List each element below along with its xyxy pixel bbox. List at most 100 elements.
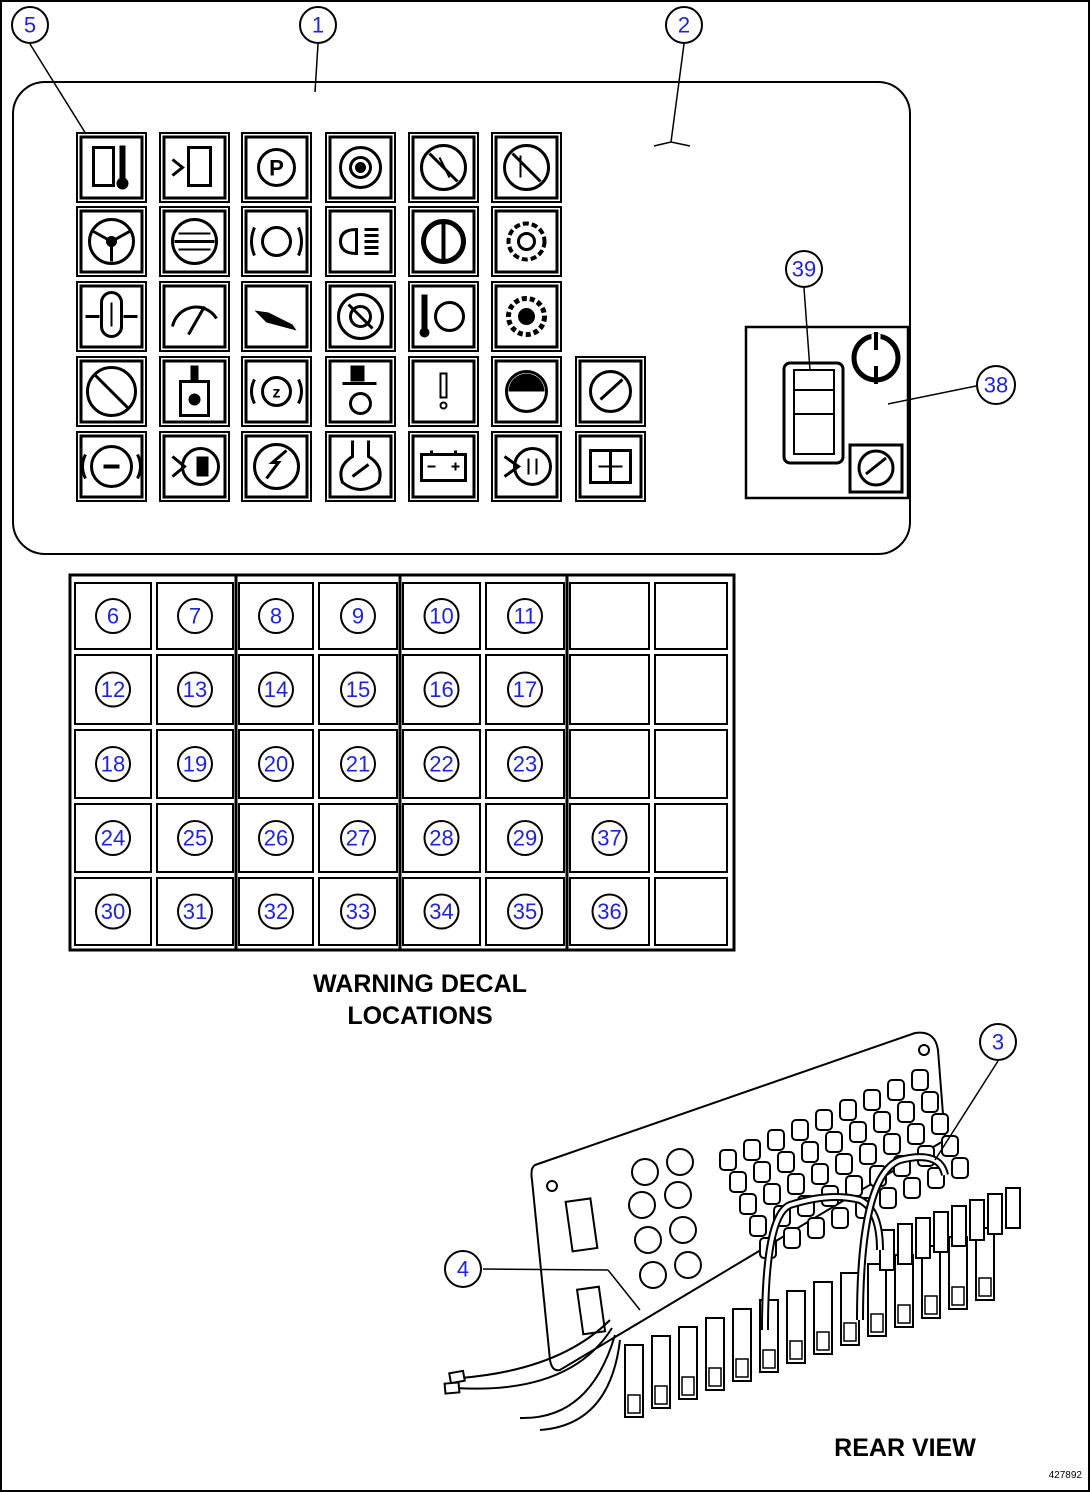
decal-table-cell: 13 bbox=[156, 654, 234, 725]
decal-table-cell bbox=[654, 877, 728, 946]
decal-number: 6 bbox=[107, 604, 119, 629]
side-panel bbox=[744, 325, 910, 500]
decal-number: 15 bbox=[346, 677, 370, 702]
svg-text:2: 2 bbox=[678, 13, 690, 38]
decal-table-cell: 28 bbox=[402, 803, 481, 873]
decal-number: 14 bbox=[264, 677, 288, 702]
decal-number: 8 bbox=[270, 604, 282, 629]
retarder-icon: z bbox=[241, 356, 312, 427]
decal-table-cell: 17 bbox=[485, 654, 565, 725]
temp-gauge-icon bbox=[76, 132, 147, 203]
decal-number: 31 bbox=[183, 899, 207, 924]
decal-number: 28 bbox=[429, 826, 453, 851]
decal-table-cell bbox=[654, 729, 728, 799]
decal-table-cell: 33 bbox=[318, 877, 398, 946]
decal-number: 26 bbox=[264, 826, 288, 851]
decal-table-cell: 35 bbox=[485, 877, 565, 946]
oil-flask-icon bbox=[325, 431, 396, 502]
decal-table-cell: 20 bbox=[238, 729, 314, 799]
decal-number: 11 bbox=[514, 604, 537, 629]
decal-table-cell: 21 bbox=[318, 729, 398, 799]
decal-number: 35 bbox=[513, 899, 537, 924]
decal-table-cell: 9 bbox=[318, 582, 398, 650]
svg-text:5: 5 bbox=[24, 13, 36, 38]
callout-switch: 39 bbox=[785, 250, 823, 288]
decal-table-cell bbox=[569, 729, 650, 799]
warning-icon bbox=[408, 356, 479, 427]
headlight-icon bbox=[325, 206, 396, 277]
decal-table-cell: 8 bbox=[238, 582, 314, 650]
decal-table-cell: 24 bbox=[74, 803, 152, 873]
callout-panel: 1 bbox=[299, 6, 337, 44]
decal-number: 17 bbox=[513, 677, 537, 702]
engine-speed-icon bbox=[325, 132, 396, 203]
hoist-cylinder-icon bbox=[76, 281, 147, 352]
decal-number: 30 bbox=[101, 899, 125, 924]
decal-table-cell: 25 bbox=[156, 803, 234, 873]
rear-view-label: REAR VIEW bbox=[834, 1434, 976, 1462]
power-icon bbox=[408, 206, 479, 277]
brake-icon bbox=[241, 206, 312, 277]
wheel-motor-icon bbox=[76, 431, 147, 502]
hydraulic-filter-icon bbox=[159, 206, 230, 277]
fan-icon bbox=[325, 281, 396, 352]
decal-table-cell: 30 bbox=[74, 877, 152, 946]
decal-table-cell: 36 bbox=[569, 877, 650, 946]
decal-number: 34 bbox=[429, 899, 453, 924]
decal-number: 20 bbox=[264, 752, 288, 777]
decal-number: 37 bbox=[597, 826, 621, 851]
no-entry-icon bbox=[76, 356, 147, 427]
callout-lens: 2 bbox=[665, 6, 703, 44]
steering-wheel-icon bbox=[76, 206, 147, 277]
decal-table-cell: 15 bbox=[318, 654, 398, 725]
callout-harness-assembly: 3 bbox=[979, 1023, 1017, 1061]
sun-icon bbox=[491, 206, 562, 277]
decal-number: 24 bbox=[101, 826, 125, 851]
decal-table-title-line1: WARNING DECAL bbox=[313, 970, 527, 998]
hub-icon bbox=[491, 356, 562, 427]
rocker-switch bbox=[782, 361, 845, 465]
no-spark-icon bbox=[408, 132, 479, 203]
svg-text:3: 3 bbox=[992, 1030, 1004, 1055]
decal-table-cell bbox=[654, 803, 728, 873]
decal-table-cell: 32 bbox=[238, 877, 314, 946]
spark-icon bbox=[241, 431, 312, 502]
decal-table-title-line2: LOCATIONS bbox=[347, 1002, 492, 1030]
decal-table-cell: 7 bbox=[156, 582, 234, 650]
decal-table-cell: 18 bbox=[74, 729, 152, 799]
decal-number: 18 bbox=[101, 752, 125, 777]
decal-table-cell: 16 bbox=[402, 654, 481, 725]
svg-text:z: z bbox=[273, 384, 281, 401]
decal-number: 25 bbox=[183, 826, 207, 851]
decal-table-cell: 31 bbox=[156, 877, 234, 946]
decal-table-cell: 23 bbox=[485, 729, 565, 799]
decal-table-cell: 34 bbox=[402, 877, 481, 946]
svg-text:4: 4 bbox=[457, 1257, 469, 1282]
callout-side-panel: 38 bbox=[976, 365, 1016, 405]
power-icon bbox=[851, 332, 901, 384]
decal-table-cell: 14 bbox=[238, 654, 314, 725]
indicator-icon-grid: Pz bbox=[76, 132, 646, 502]
no-hand-icon bbox=[491, 132, 562, 203]
rear-view-harness-illustration bbox=[443, 1031, 1021, 1431]
fuel-level-icon bbox=[159, 132, 230, 203]
callout-harness: 4 bbox=[444, 1250, 482, 1288]
svg-text:P: P bbox=[269, 155, 284, 180]
decal-number: 22 bbox=[429, 752, 453, 777]
svg-text:1: 1 bbox=[312, 13, 324, 38]
decal-table-cell: 6 bbox=[74, 582, 152, 650]
decal-table-cell: 12 bbox=[74, 654, 152, 725]
svg-text:39: 39 bbox=[792, 257, 816, 282]
lift-arm-icon bbox=[241, 281, 312, 352]
service-manual-icon bbox=[575, 431, 646, 502]
decal-number: 36 bbox=[597, 899, 621, 924]
coolant-temp-icon bbox=[408, 281, 479, 352]
decal-table-cell: 27 bbox=[318, 803, 398, 873]
decal-number: 21 bbox=[346, 752, 370, 777]
decal-table-cell: 10 bbox=[402, 582, 481, 650]
pressure-gauge-icon bbox=[159, 281, 230, 352]
gear-icon bbox=[491, 281, 562, 352]
horn-icon bbox=[491, 431, 562, 502]
